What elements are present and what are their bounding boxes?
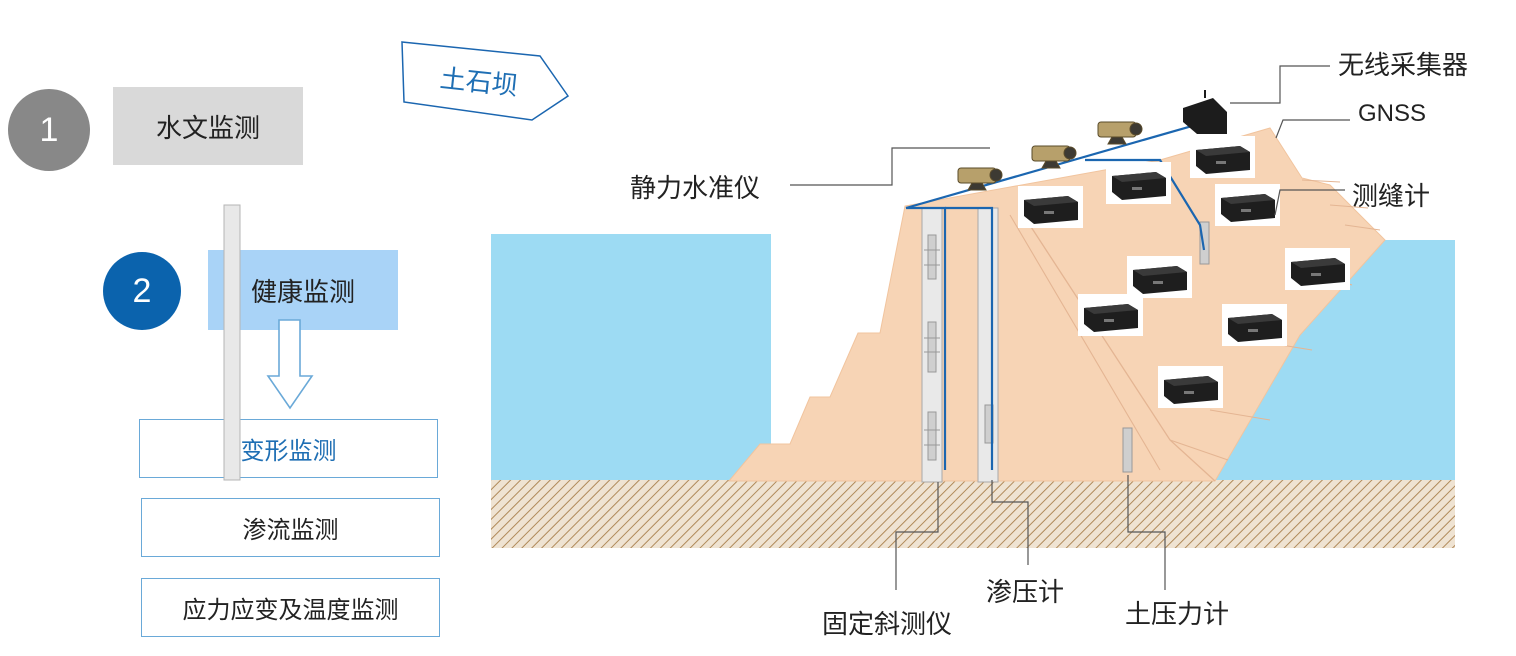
foundation-ground	[491, 480, 1455, 548]
inclinometer-sensor	[927, 411, 937, 461]
callout-hydrostatic-level: 静力水准仪	[630, 174, 761, 204]
crack-meter-sensor	[1199, 221, 1210, 265]
data-logger-icon	[1018, 186, 1083, 228]
data-logger-icon	[1127, 256, 1192, 298]
inclinometer-pipe-1	[223, 204, 241, 481]
callout-piezometer: 渗压计	[986, 578, 1065, 608]
sub-item-seepage[interactable]: 渗流监测	[141, 498, 440, 557]
wireless-collector-icon	[1183, 90, 1227, 134]
sub-item-stress-strain-temperature[interactable]: 应力应变及温度监测	[141, 578, 440, 637]
leader-lines	[790, 65, 1350, 590]
inclinometer-sensor	[927, 234, 937, 280]
callout-crack-meter: 测缝计	[1352, 182, 1431, 212]
data-logger-icon	[1078, 294, 1143, 336]
upstream-water	[491, 234, 771, 482]
sub-item-deformation[interactable]: 变形监测	[139, 419, 438, 478]
hollow-down-arrow-icon	[266, 319, 314, 410]
data-logger-icon	[1158, 366, 1223, 408]
pentagon-tag-icon	[401, 41, 570, 121]
step-1-number: 1	[39, 110, 59, 149]
data-logger-icon	[1190, 136, 1255, 178]
step-1-circle: 1	[8, 89, 90, 171]
core-line-right	[1009, 214, 1161, 471]
data-logger-icon	[1285, 248, 1350, 290]
data-logger-icon	[1222, 304, 1287, 346]
step-1-box[interactable]: 水文监测	[113, 87, 303, 165]
callout-fixed-inclinometer: 固定斜测仪	[822, 610, 953, 640]
step-1-label: 水文监测	[155, 113, 260, 144]
callout-earth-pressure-cell: 土压力计	[1125, 600, 1230, 630]
step-2-circle: 2	[103, 252, 181, 330]
inclinometer-sensor	[927, 321, 937, 373]
callout-gnss: GNSS	[1358, 100, 1427, 127]
signal-cables	[905, 116, 1221, 470]
data-logger-icon	[1215, 184, 1280, 226]
earth-pressure-sensor	[1122, 427, 1133, 473]
data-logger-group	[1018, 136, 1350, 408]
callout-wireless-collector: 无线采集器	[1338, 51, 1469, 81]
step-2-number: 2	[132, 271, 152, 310]
level-instrument-icon	[957, 121, 1143, 191]
data-logger-icon	[1106, 162, 1171, 204]
step-2-label: 健康监测	[250, 277, 355, 308]
